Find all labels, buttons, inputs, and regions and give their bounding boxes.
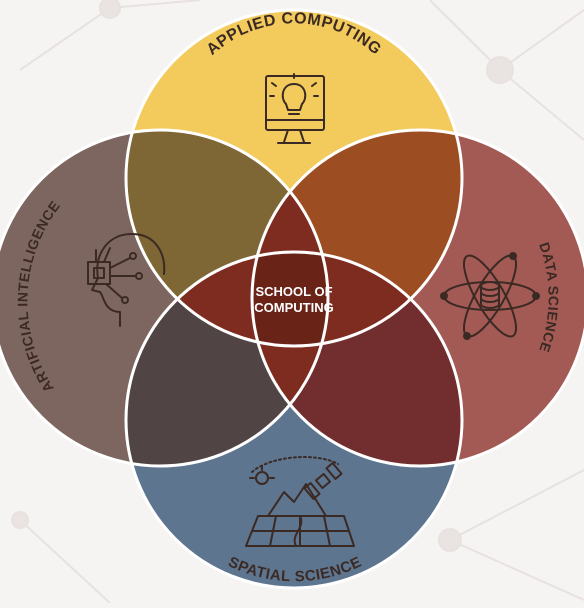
network-node (99, 0, 121, 19)
network-node (486, 56, 514, 84)
atom-database-icon (440, 252, 540, 340)
center-label-line1: SCHOOL OF (255, 284, 332, 299)
circle-outlines (0, 8, 584, 590)
monitor-lightbulb-icon (265, 73, 325, 144)
network-node (438, 528, 462, 552)
map-satellite-icon (245, 456, 355, 547)
network-node (11, 511, 29, 529)
brain-chip-head-icon (87, 233, 166, 327)
background-network (11, 0, 584, 604)
center-label-line2: COMPUTING (254, 300, 333, 315)
